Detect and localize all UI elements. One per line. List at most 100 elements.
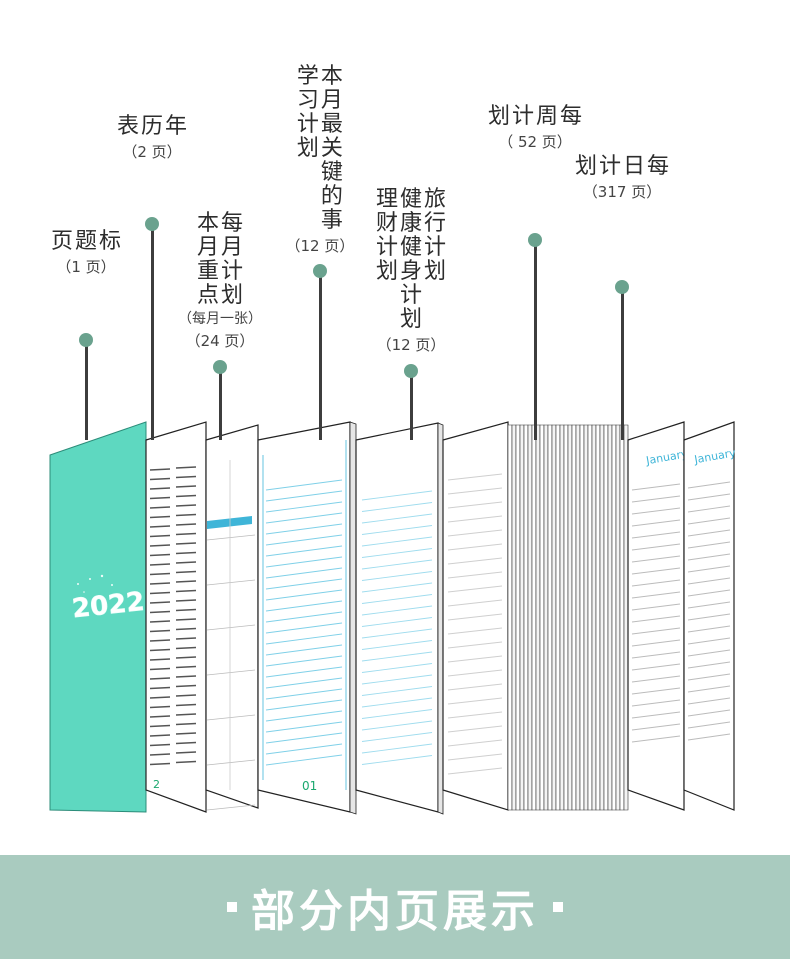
calendar-row	[175, 751, 197, 754]
daily-line	[687, 541, 731, 549]
travel-line	[361, 594, 433, 604]
calendar-row	[175, 637, 197, 640]
calendar-row	[175, 599, 197, 602]
key-line	[265, 611, 343, 623]
daily-line	[631, 723, 681, 731]
stacked-page-edge	[555, 424, 561, 811]
weekly-line	[447, 599, 503, 607]
label-page-count: （ 52 页）	[498, 133, 572, 151]
daily-line	[631, 699, 681, 707]
weekly-page	[442, 421, 509, 811]
label-calendar: 表历年（2 页）	[116, 114, 188, 162]
calendar-row	[175, 618, 197, 621]
key-line	[265, 622, 343, 634]
label-column: 每	[646, 154, 669, 179]
label-column: 周	[535, 104, 558, 129]
calendar-row	[175, 675, 197, 678]
travel-line	[361, 605, 433, 616]
daily-line	[631, 555, 681, 563]
calendar-row	[175, 722, 197, 726]
calendar-row	[175, 494, 197, 498]
travel-line	[361, 628, 433, 639]
calendar-row	[175, 732, 197, 735]
travel-line	[361, 755, 433, 765]
label-column: 每	[559, 104, 582, 129]
calendar-row	[149, 677, 171, 680]
label-daily: 划计日每（317 页）	[574, 154, 670, 202]
pin-dot-icon	[615, 280, 629, 294]
weekly-line	[447, 767, 503, 775]
calendar-row	[149, 553, 171, 557]
calendar-row	[149, 515, 171, 519]
calendar-row	[175, 741, 197, 745]
travel-line	[361, 743, 433, 754]
pin-dot-icon	[313, 264, 327, 278]
weekly-line	[447, 571, 503, 579]
monthly-page	[205, 424, 259, 809]
calendar-row	[149, 705, 171, 709]
daily-page-1	[627, 421, 685, 811]
calendar-row	[175, 684, 197, 688]
monthly-blue-bar	[207, 516, 252, 529]
weekly-lines	[447, 473, 503, 775]
daily-line	[687, 649, 731, 657]
calendar-row	[175, 466, 197, 469]
calendar-row	[175, 561, 197, 564]
calendar-row	[149, 572, 171, 576]
stacked-page-edge	[523, 424, 529, 811]
weekly-line	[447, 529, 503, 537]
travel-line	[361, 732, 433, 742]
calendar-grid	[149, 466, 197, 766]
daily-line	[631, 507, 681, 515]
key-line	[265, 556, 343, 568]
pin-dot-icon	[528, 233, 542, 247]
weekly-line	[447, 711, 503, 719]
stacked-page-edge	[527, 424, 533, 811]
travel-line	[361, 709, 433, 719]
label-column: 学习计划	[296, 64, 319, 161]
stacked-page-edge	[623, 424, 629, 811]
daily-line	[687, 601, 731, 609]
stacked-page-edge	[587, 424, 593, 811]
calendar-row	[149, 610, 171, 614]
key-line	[265, 688, 343, 700]
weekly-line	[447, 487, 503, 495]
stacked-page-edge	[607, 424, 613, 811]
key-line	[265, 545, 343, 557]
calendar-row	[149, 591, 171, 595]
calendar-row	[175, 589, 197, 593]
daily-line	[631, 483, 681, 491]
daily-line	[687, 661, 731, 669]
label-column: 日	[622, 154, 645, 179]
daily-line	[631, 663, 681, 671]
calendar-row	[149, 477, 171, 481]
pin-line	[533, 240, 537, 440]
daily-line	[687, 529, 731, 537]
label-page-count: （12 页）	[285, 237, 355, 255]
label-page-count: （2 页）	[122, 143, 182, 161]
label-column: 划	[487, 104, 510, 129]
stacked-page-edge	[559, 424, 565, 811]
travel-line	[361, 663, 433, 673]
calendar-row	[149, 743, 171, 747]
key-line	[265, 732, 343, 744]
daily-line	[631, 615, 681, 623]
stacked-page-edge	[603, 424, 609, 811]
key-line	[265, 666, 343, 678]
key-matters-thickness	[349, 421, 357, 815]
calendar-row	[175, 570, 197, 574]
weekly-line	[447, 669, 503, 677]
key-line	[265, 501, 343, 513]
travel-page	[355, 422, 439, 813]
calendar-row	[149, 496, 171, 500]
daily-line	[631, 651, 681, 659]
monthly-row	[206, 759, 256, 766]
key-line	[265, 699, 343, 711]
pin-dot-icon	[404, 364, 418, 378]
weekly-line	[447, 627, 503, 635]
label-column: 表	[116, 114, 139, 139]
calendar-row	[175, 485, 197, 488]
daily-line	[631, 579, 681, 587]
weekly-line	[447, 683, 503, 691]
pin-dot-icon	[213, 360, 227, 374]
